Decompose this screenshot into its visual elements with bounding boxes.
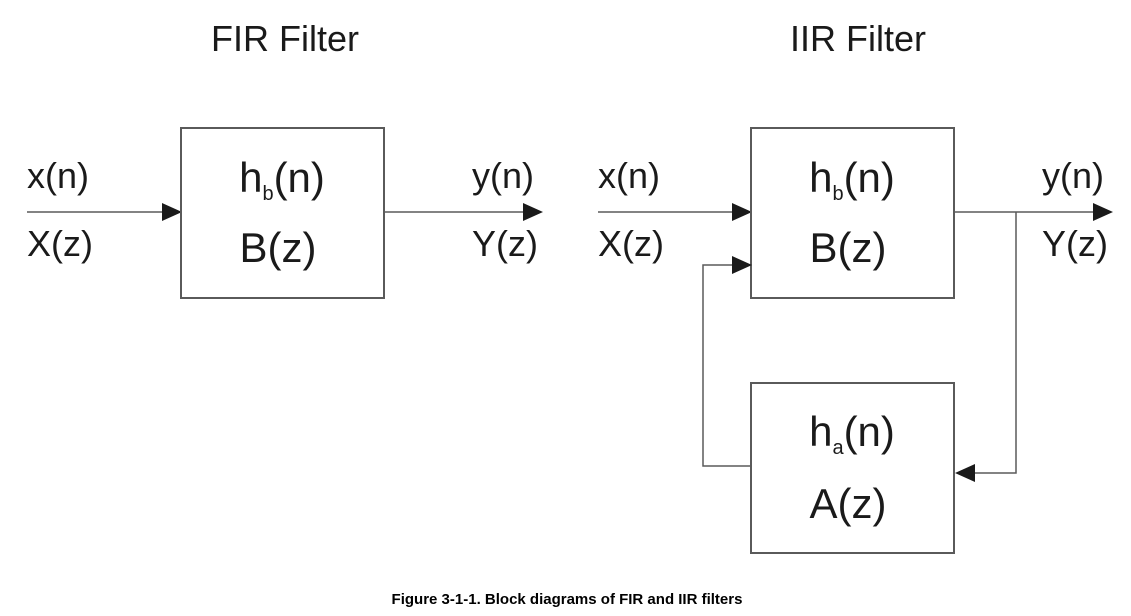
fir-input-time-label: x(n): [27, 155, 89, 196]
fir-output-z-label: Y(z): [472, 223, 538, 264]
iir-output-arrowhead: [1093, 203, 1113, 221]
iir-block-hb-impulse-base: h: [809, 154, 832, 201]
iir-title: IIR Filter: [790, 18, 926, 59]
fir-block-transfer-label: B(z): [240, 224, 317, 271]
iir-block-hb-impulse-suffix: (n): [844, 154, 895, 201]
fir-input-arrowhead: [162, 203, 182, 221]
iir-feedback-return-wire: [702, 264, 751, 467]
figure-caption: Figure 3-1-1. Block diagrams of FIR and …: [392, 591, 743, 608]
iir-feedback-return-arrowhead: [732, 256, 752, 274]
fir-block-impulse-label: hb(n): [239, 154, 325, 205]
iir-block-ha: [750, 382, 955, 554]
fir-output-arrowhead: [523, 203, 543, 221]
fir-diagram: FIR Filter x(n) X(z) hb(n) B(z) y(n) Y(z…: [27, 18, 543, 299]
iir-block-ha-transfer-label: A(z): [810, 480, 887, 527]
iir-output-time-label: y(n): [1042, 155, 1104, 196]
iir-block-hb-impulse-subscript: b: [832, 183, 843, 205]
iir-block-ha-impulse-subscript: a: [832, 437, 844, 459]
iir-input-z-label: X(z): [598, 223, 664, 264]
iir-diagram: IIR Filter x(n) X(z) hb(n) B(z) y(n) Y(z…: [598, 18, 1113, 554]
iir-feedback-in-arrowhead: [955, 464, 975, 482]
fir-output-time-label: y(n): [472, 155, 534, 196]
fir-title: FIR Filter: [211, 18, 359, 59]
iir-input-time-label: x(n): [598, 155, 660, 196]
fir-block-impulse-subscript: b: [262, 183, 273, 205]
iir-block-ha-impulse-suffix: (n): [844, 408, 895, 455]
fir-block-hb: [180, 127, 385, 299]
iir-input-arrowhead: [732, 203, 752, 221]
iir-block-hb-transfer-label: B(z): [810, 224, 887, 271]
iir-output-z-label: Y(z): [1042, 223, 1108, 264]
fir-block-impulse-base: h: [239, 154, 262, 201]
iir-block-hb-impulse-label: hb(n): [809, 154, 895, 205]
iir-block-ha-impulse-base: h: [809, 408, 832, 455]
fir-input-z-label: X(z): [27, 223, 93, 264]
fir-block-impulse-suffix: (n): [274, 154, 325, 201]
iir-feedback-tap-wire: [972, 212, 1017, 474]
iir-block-ha-impulse-label: ha(n): [809, 408, 895, 459]
iir-block-hb: [750, 127, 955, 299]
